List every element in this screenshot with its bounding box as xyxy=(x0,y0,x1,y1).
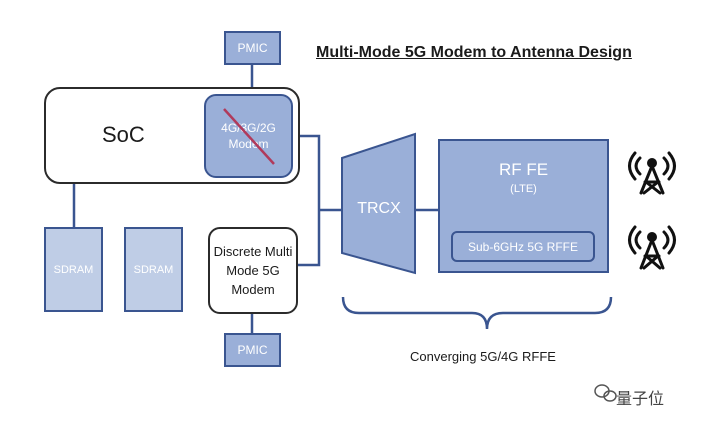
legacy-modem-block: 4G/3G/2G Modem xyxy=(204,94,293,178)
trcx-block xyxy=(341,132,416,275)
discrete-modem-block: Discrete Multi Mode 5G Modem xyxy=(208,227,298,314)
sdram-1-label: SDRAM xyxy=(53,263,94,276)
pmic-top-label: PMIC xyxy=(237,41,268,55)
connector-soc-bus xyxy=(296,134,321,267)
sub6-rffe-label: Sub-6GHz 5G RFFE xyxy=(467,239,579,254)
wechat-logo-icon xyxy=(594,384,617,402)
rf-fe-label: RF FE xyxy=(498,160,549,179)
sdram-1-block: SDRAM xyxy=(44,227,103,312)
sub6-rffe-block: Sub-6GHz 5G RFFE xyxy=(451,231,595,262)
antenna-tower-icon xyxy=(628,151,676,195)
grouping-brace xyxy=(341,296,613,330)
sdram-2-label: SDRAM xyxy=(133,263,174,276)
converging-caption: Converging 5G/4G RFFE xyxy=(410,349,556,364)
trcx-label: TRCX xyxy=(357,200,401,217)
pmic-bottom-label: PMIC xyxy=(237,343,268,357)
sdram-2-block: SDRAM xyxy=(124,227,183,312)
soc-label: SoC xyxy=(102,122,145,147)
discrete-modem-label: Discrete Multi Mode 5G Modem xyxy=(213,244,293,297)
legacy-modem-label: 4G/3G/2G Modem xyxy=(221,121,276,151)
pmic-bottom-block: PMIC xyxy=(224,333,281,367)
pmic-top-block: PMIC xyxy=(224,31,281,65)
watermark-text: 量子位 xyxy=(616,391,665,408)
diagram-title: Multi-Mode 5G Modem to Antenna Design xyxy=(316,44,632,61)
rf-fe-sublabel: (LTE) xyxy=(510,183,537,195)
antenna-tower-icon xyxy=(628,225,676,270)
